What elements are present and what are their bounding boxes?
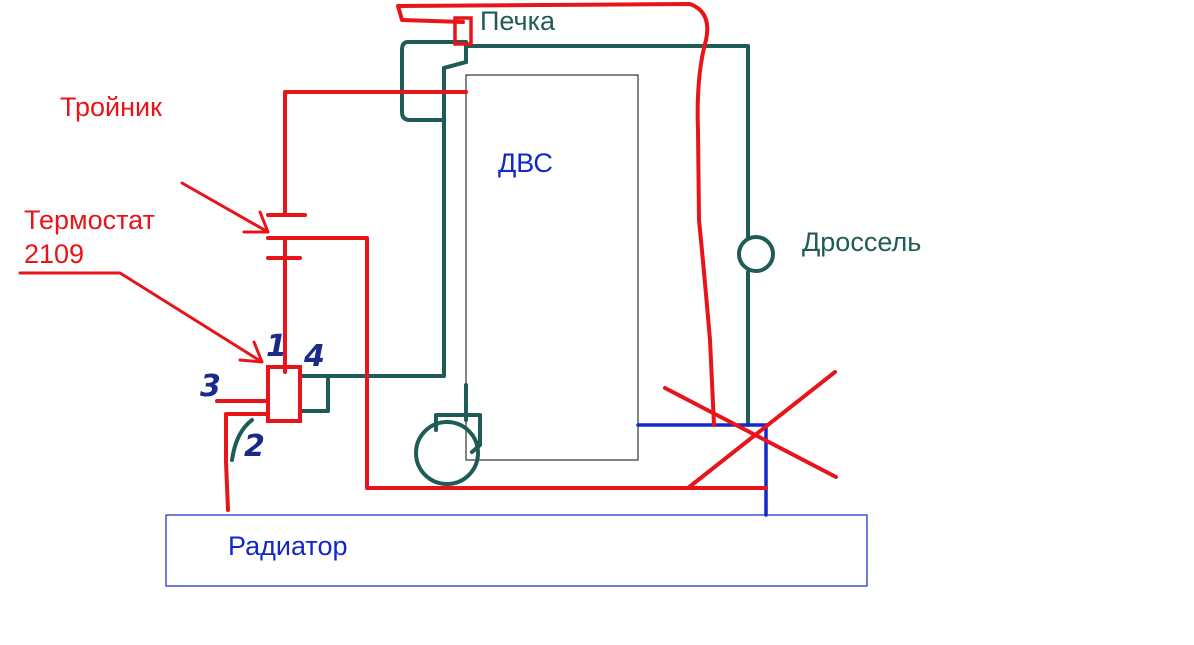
port-3-label: 3: [200, 369, 221, 404]
thermostat-arrow: [18, 271, 264, 364]
heater-box: [453, 16, 473, 46]
tee-bypass-hose: [283, 236, 768, 490]
annotation-arrows: [18, 181, 270, 364]
thermostat-port2-curve: [230, 418, 254, 462]
tee-label: Тройник: [60, 92, 162, 122]
radiator-return-blue-hose: [636, 423, 768, 517]
engine-left-hose: [442, 60, 468, 377]
cross-stroke-2: [686, 370, 837, 490]
throttle-label: Дроссель: [802, 227, 921, 257]
thermostat-box: [266, 365, 302, 423]
radiator-label: Радиатор: [228, 531, 347, 561]
thermostat-port4-hose: [298, 374, 330, 413]
thermostat-label: Термостат: [24, 205, 155, 235]
port-2-label: 2: [244, 429, 265, 464]
port-4-label: 4: [303, 339, 325, 374]
cross-stroke-1: [663, 386, 838, 479]
throttle-circle: [737, 235, 775, 273]
engine-block: [465, 74, 639, 461]
thermostat-port2-hose: [224, 412, 270, 512]
heater-red-hose: [396, 2, 716, 427]
engine-label: ДВС: [498, 148, 553, 178]
throttle-hose: [442, 44, 750, 240]
port-1-label: 1: [266, 329, 287, 364]
radiator-box: [165, 514, 868, 587]
blue-hoses: [636, 423, 768, 517]
red-hoses: [215, 2, 838, 512]
teal-hoses: [230, 40, 750, 462]
heater-label: Печка: [480, 6, 556, 36]
water-pump-circle: [414, 420, 480, 486]
tee-arrow: [180, 181, 270, 234]
tee-top-hose: [283, 90, 468, 217]
thermostat-model-label: 2109: [24, 239, 84, 269]
heater-inlet-hose: [400, 40, 468, 122]
